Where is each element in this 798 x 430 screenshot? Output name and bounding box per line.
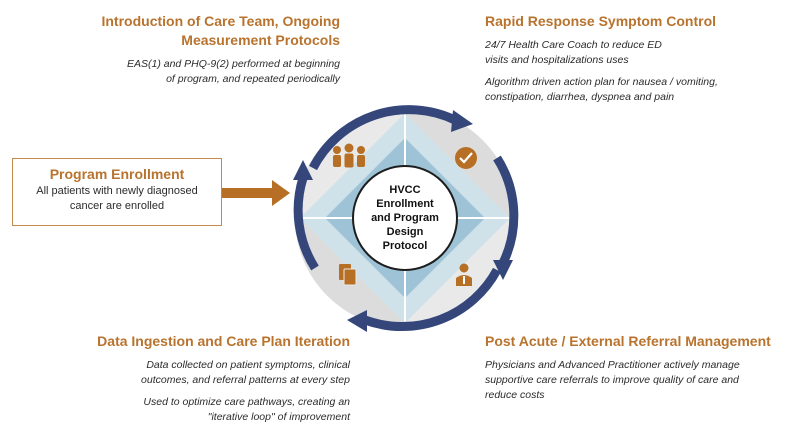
center-circle bbox=[352, 165, 458, 271]
data-ingestion-section: Data Ingestion and Care Plan Iteration D… bbox=[60, 332, 350, 425]
program-enrollment-title: Program Enrollment bbox=[49, 166, 185, 182]
cycle-arrowhead-top bbox=[451, 110, 473, 132]
center-label: HVCC Enrollment and Program Design Proto… bbox=[355, 168, 455, 268]
center-label-line2: Enrollment bbox=[376, 198, 434, 210]
referral-management-body-line3: reduce costs bbox=[485, 389, 545, 401]
referral-management-body-line1: Physicians and Advanced Practitioner act… bbox=[485, 359, 740, 371]
center-label-line4: Design bbox=[386, 226, 424, 238]
symptom-control-body-line2: visits and hospitalizations uses bbox=[485, 54, 629, 66]
symptom-control-section: Rapid Response Symptom Control 24/7 Heal… bbox=[485, 12, 785, 105]
data-ingestion-body-line1: Data collected on patient symptoms, clin… bbox=[146, 359, 350, 371]
cycle-arrow-right bbox=[493, 155, 519, 265]
care-team-title-line2: Measurement Protocols bbox=[181, 32, 340, 48]
referral-management-section: Post Acute / External Referral Managemen… bbox=[485, 332, 795, 403]
cycle-arrowhead-right bbox=[493, 260, 513, 280]
clinician-icon bbox=[456, 263, 472, 286]
care-team-title-line1: Introduction of Care Team, Ongoing bbox=[101, 13, 340, 29]
team-icon bbox=[333, 143, 365, 168]
referral-management-title: Post Acute / External Referral Managemen… bbox=[485, 333, 771, 349]
symptom-control-body-line4: constipation, diarrhea, dyspnea and pain bbox=[485, 91, 675, 103]
cycle-arrow-top bbox=[309, 105, 457, 171]
symptom-control-body-line3: Algorithm driven action plan for nausea … bbox=[485, 76, 718, 88]
documents-icon bbox=[339, 264, 357, 286]
symptom-control-title: Rapid Response Symptom Control bbox=[485, 13, 717, 29]
symptom-control-body-line1: 24/7 Health Care Coach to reduce ED bbox=[485, 39, 662, 51]
enrollment-arrow-head bbox=[272, 180, 290, 206]
program-enrollment-line1: All patients with newly diagnosed bbox=[36, 185, 198, 197]
cycle-arrow-left bbox=[293, 176, 319, 271]
data-ingestion-body-line2: outcomes, and referral patterns at every… bbox=[141, 374, 350, 386]
data-ingestion-title: Data Ingestion and Care Plan Iteration bbox=[97, 333, 350, 349]
program-enrollment-box: Program Enrollment All patients with new… bbox=[12, 158, 222, 226]
center-label-line1: HVCC bbox=[389, 184, 421, 196]
data-ingestion-body-line4: "iterative loop" of improvement bbox=[207, 411, 350, 423]
cycle-diagram bbox=[293, 105, 519, 332]
data-ingestion-body-line3: Used to optimize care pathways, creating… bbox=[143, 396, 350, 408]
center-label-line5: Protocol bbox=[382, 240, 428, 252]
cycle-arrowhead-left bbox=[293, 160, 313, 180]
care-team-body-line1: EAS(1) and PHQ-9(2) performed at beginni… bbox=[126, 58, 340, 70]
program-enrollment-line2: cancer are enrolled bbox=[69, 200, 165, 212]
cycle-arrowhead-bottom bbox=[347, 310, 367, 332]
center-label-line3: and Program bbox=[371, 212, 439, 224]
care-team-body-line2: of program, and repeated periodically bbox=[166, 73, 340, 85]
checkmark-badge-icon bbox=[455, 147, 477, 169]
cycle-arrow-bottom bbox=[363, 267, 501, 331]
referral-management-body-line2: supportive care referrals to improve qua… bbox=[485, 374, 739, 386]
enrollment-arrow-shaft bbox=[222, 188, 274, 198]
care-team-section: Introduction of Care Team, Ongoing Measu… bbox=[18, 12, 340, 87]
